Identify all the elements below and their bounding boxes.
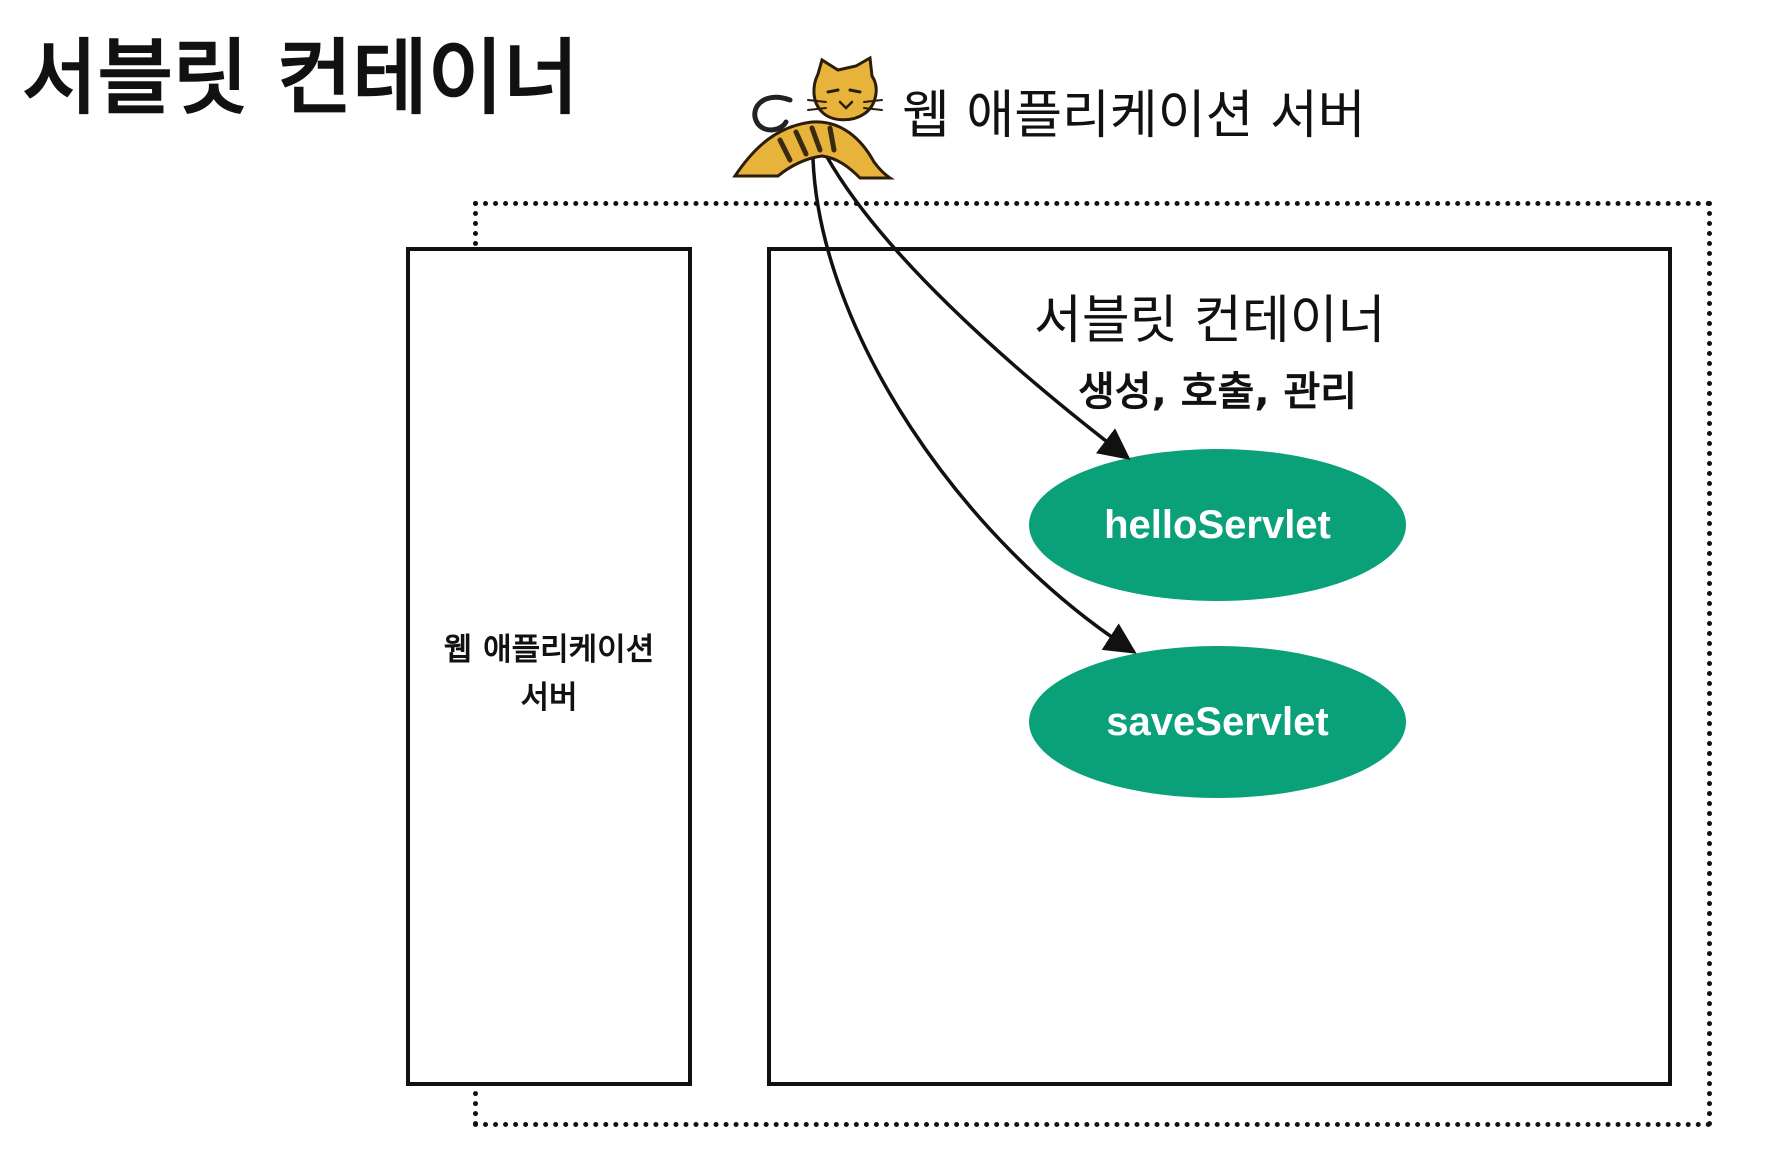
save-servlet-node: saveServlet <box>1029 646 1406 798</box>
servlet-container-subtitle: 생성, 호출, 관리 <box>1078 369 1358 415</box>
web-application-server-box: 웹 애플리케이션 서버 <box>406 247 692 1086</box>
tomcat-cat-icon <box>732 55 895 180</box>
web-application-server-box-label: 웹 애플리케이션 서버 <box>410 626 688 722</box>
servlet-container-title: 서블릿 컨테이너 <box>1034 291 1386 351</box>
web-application-server-box-label-line2: 서버 <box>520 680 578 716</box>
web-application-server-label: 웹 애플리케이션 서버 <box>902 86 1366 146</box>
web-application-server-box-label-line1: 웹 애플리케이션 <box>443 632 655 668</box>
page-title: 서블릿 컨테이너 <box>22 31 579 126</box>
hello-servlet-node: helloServlet <box>1029 449 1406 601</box>
